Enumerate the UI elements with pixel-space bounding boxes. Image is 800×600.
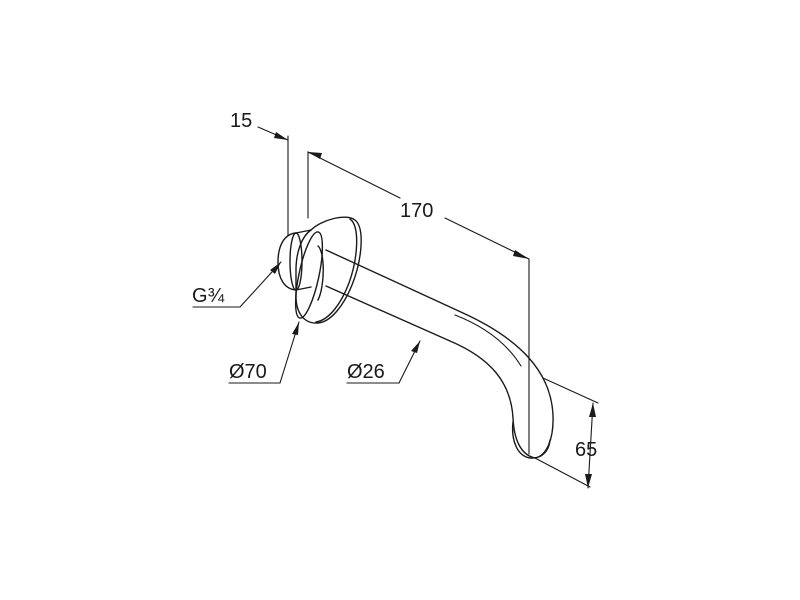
flange-diameter-label: Ø70 bbox=[229, 361, 267, 383]
spout-pipe bbox=[325, 249, 554, 459]
thread-size-label: G¾ bbox=[192, 285, 225, 307]
dimension-65: 65 bbox=[534, 377, 599, 489]
dimension-170: 170 bbox=[307, 151, 530, 455]
dimension-15-label: 15 bbox=[230, 110, 252, 132]
pipe-diameter-label: Ø26 bbox=[347, 361, 385, 383]
dimension-170-label: 170 bbox=[400, 200, 433, 222]
leader-pipe-diameter: Ø26 bbox=[346, 340, 421, 384]
wall-rosette bbox=[294, 216, 362, 324]
spout-body bbox=[277, 216, 554, 459]
leader-flange-diameter: Ø70 bbox=[228, 321, 300, 384]
thread-stub bbox=[277, 232, 297, 291]
leader-thread: G¾ bbox=[192, 261, 282, 308]
dimension-15: 15 bbox=[230, 110, 322, 237]
dimension-65-label: 65 bbox=[575, 439, 597, 461]
